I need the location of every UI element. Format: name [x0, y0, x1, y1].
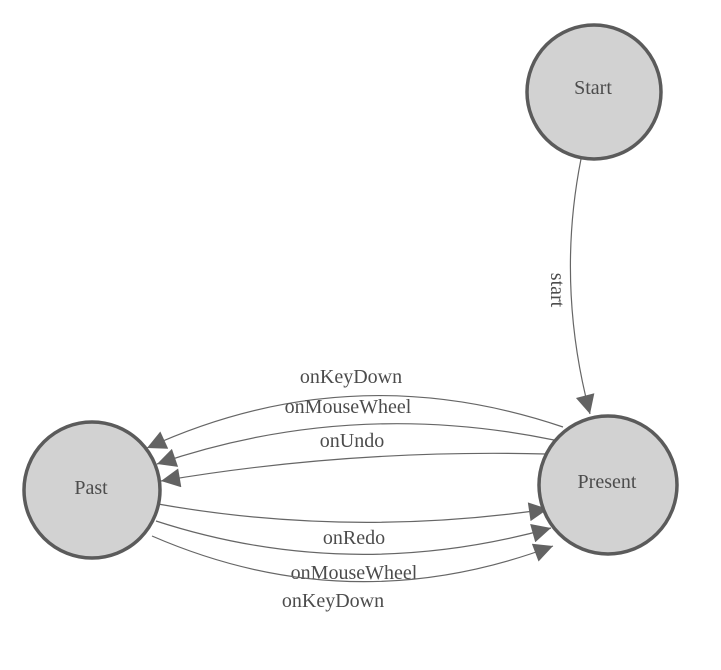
node-start-label: Start: [574, 77, 612, 99]
edge-past-to-present-onkeydown: [151, 535, 554, 583]
edge-present-to-past-onundo: [160, 452, 547, 488]
edge-group: start onKeyDown onMouseWheel onUndo onRe…: [146, 158, 595, 612]
node-present-label: Present: [578, 471, 637, 493]
edge-label-onundo: onUndo: [320, 430, 384, 452]
edge-label-onkeydown-top: onKeyDown: [300, 366, 402, 388]
edge-label-onkeydown-bottom: onKeyDown: [282, 590, 384, 612]
edge-label-onredo: onRedo: [323, 527, 385, 549]
edge-label-onmousewheel-bottom: onMouseWheel: [291, 562, 418, 584]
edge-present-to-past-onkeydown: [146, 394, 564, 449]
node-past[interactable]: Past: [22, 420, 162, 560]
edge-past-to-present-onmousewheel: [155, 520, 552, 555]
node-past-label: Past: [74, 477, 108, 499]
edge-label-start: start: [546, 273, 568, 308]
node-present[interactable]: Present: [537, 414, 679, 556]
node-start-circle[interactable]: [525, 23, 663, 161]
node-start[interactable]: Start: [525, 23, 663, 161]
edge-label-onmousewheel-top: onMouseWheel: [285, 396, 412, 418]
edge-present-to-past-onmousewheel: [156, 423, 555, 467]
edge-past-to-present-onredo: [157, 502, 549, 523]
node-past-circle[interactable]: [22, 420, 162, 560]
node-present-circle[interactable]: [537, 414, 679, 556]
edge-start-to-present: [569, 158, 595, 415]
